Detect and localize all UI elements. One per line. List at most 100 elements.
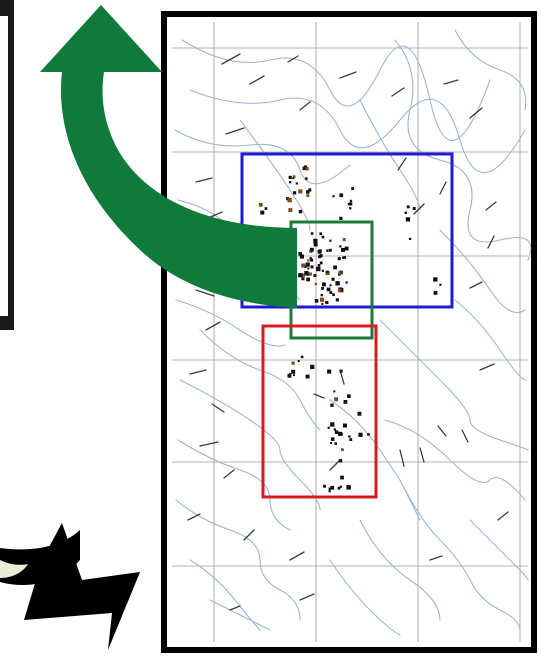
site-marker (329, 284, 332, 287)
site-marker (329, 291, 333, 294)
site-marker (305, 177, 308, 180)
site-marker (349, 202, 353, 206)
site-marker (343, 423, 347, 428)
site-marker (341, 247, 345, 252)
site-marker (342, 256, 345, 259)
site-marker (291, 369, 296, 374)
site-marker (333, 428, 336, 431)
site-marker (367, 433, 370, 436)
site-marker (299, 254, 304, 259)
site-marker (301, 277, 305, 281)
site-marker (307, 259, 310, 262)
site-marker (310, 258, 314, 262)
site-marker (412, 207, 416, 210)
site-marker (343, 256, 347, 259)
curved-arrow-up-left-icon (40, 5, 297, 308)
site-marker (333, 390, 336, 393)
site-marker (320, 297, 325, 302)
left-panel-edge-inner (0, 16, 8, 316)
site-marker (304, 271, 309, 276)
site-marker (317, 250, 322, 254)
site-marker (321, 235, 325, 239)
site-marker (346, 485, 351, 490)
site-marker (330, 485, 335, 490)
site-marker (334, 442, 338, 445)
site-marker (331, 277, 335, 281)
site-marker (326, 249, 329, 252)
site-marker (328, 248, 332, 252)
site-marker (327, 369, 332, 374)
site-marker (357, 411, 362, 416)
site-marker (343, 400, 348, 404)
site-marker (330, 403, 334, 407)
site-marker (329, 239, 332, 242)
site-marker (339, 245, 342, 248)
site-marker (313, 238, 318, 244)
region-box-red (261, 324, 378, 499)
map-grid (172, 22, 528, 642)
site-marker (288, 208, 293, 212)
site-marker (325, 300, 329, 305)
site-marker (314, 282, 317, 286)
site-marker (405, 217, 411, 222)
site-marker (332, 195, 335, 198)
site-marker (309, 247, 314, 252)
site-marker (306, 194, 310, 198)
site-marker (339, 216, 343, 220)
site-marker (345, 281, 348, 284)
site-marker (328, 490, 331, 493)
site-marker (292, 177, 295, 180)
site-marker (258, 203, 263, 207)
site-marker (337, 257, 341, 261)
curved-arrow-right-icon (0, 523, 140, 650)
site-marker (302, 166, 306, 171)
site-marker (321, 302, 324, 305)
site-marker (316, 266, 321, 272)
site-marker (305, 374, 310, 379)
site-marker (330, 422, 335, 427)
site-marker (433, 277, 438, 282)
site-marker (309, 250, 312, 253)
site-marker (310, 232, 314, 235)
site-marker (330, 442, 333, 444)
site-marker (342, 238, 346, 242)
site-marker (295, 182, 298, 185)
site-marker (301, 263, 306, 268)
site-marker (406, 205, 410, 209)
site-marker (347, 202, 351, 206)
site-marker (300, 355, 304, 359)
site-marker (349, 199, 353, 203)
site-marker (326, 287, 331, 292)
site-marker (335, 281, 340, 286)
site-marker (351, 187, 355, 190)
site-marker (318, 255, 322, 259)
site-marker (334, 397, 338, 402)
site-marker (326, 270, 329, 273)
site-marker (332, 293, 335, 296)
site-marker (298, 209, 303, 214)
site-marker (349, 207, 352, 210)
site-marker (334, 430, 339, 434)
site-marker (358, 432, 363, 437)
site-marker (433, 291, 438, 295)
site-marker (404, 211, 407, 214)
site-marker (325, 270, 330, 276)
site-marker (264, 207, 268, 210)
site-marker (320, 294, 323, 297)
site-marker (289, 181, 292, 184)
site-marker (298, 252, 302, 256)
site-marker (319, 232, 323, 236)
site-marker (313, 242, 318, 247)
site-marker (310, 364, 315, 370)
site-marker (330, 437, 335, 441)
site-marker (308, 188, 312, 192)
site-marker (333, 265, 337, 270)
site-marker (313, 274, 317, 278)
site-marker (327, 426, 330, 429)
site-marker (341, 448, 344, 452)
site-marker (337, 431, 342, 436)
site-marker (298, 189, 303, 194)
site-marker (335, 298, 339, 302)
site-marker (292, 175, 296, 178)
